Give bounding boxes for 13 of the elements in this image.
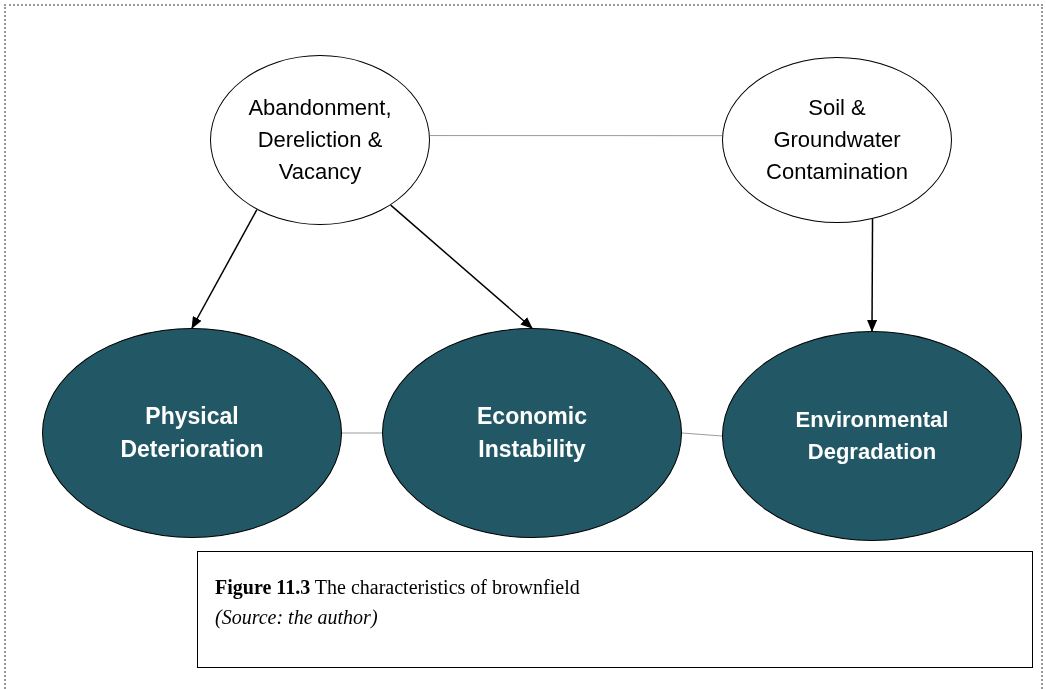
node-text: Soil & Groundwater Contamination [765,94,909,186]
node-text: Abandonment, Dereliction & Vacancy [247,94,393,186]
connector-line [341,432,383,434]
connector-line [429,135,723,137]
node-text: Economic Instability [476,401,588,464]
node-text: Physical Deterioration [119,401,265,464]
source-note: (Source: the author) [215,605,379,631]
connector-line [681,432,723,437]
arrow [389,204,533,329]
arrow [191,208,258,329]
figure-caption: Figure 11.3 The characteristics of brownfield [215,575,581,601]
node-text: Environmental Degradation [794,406,950,466]
arrow [867,218,878,332]
